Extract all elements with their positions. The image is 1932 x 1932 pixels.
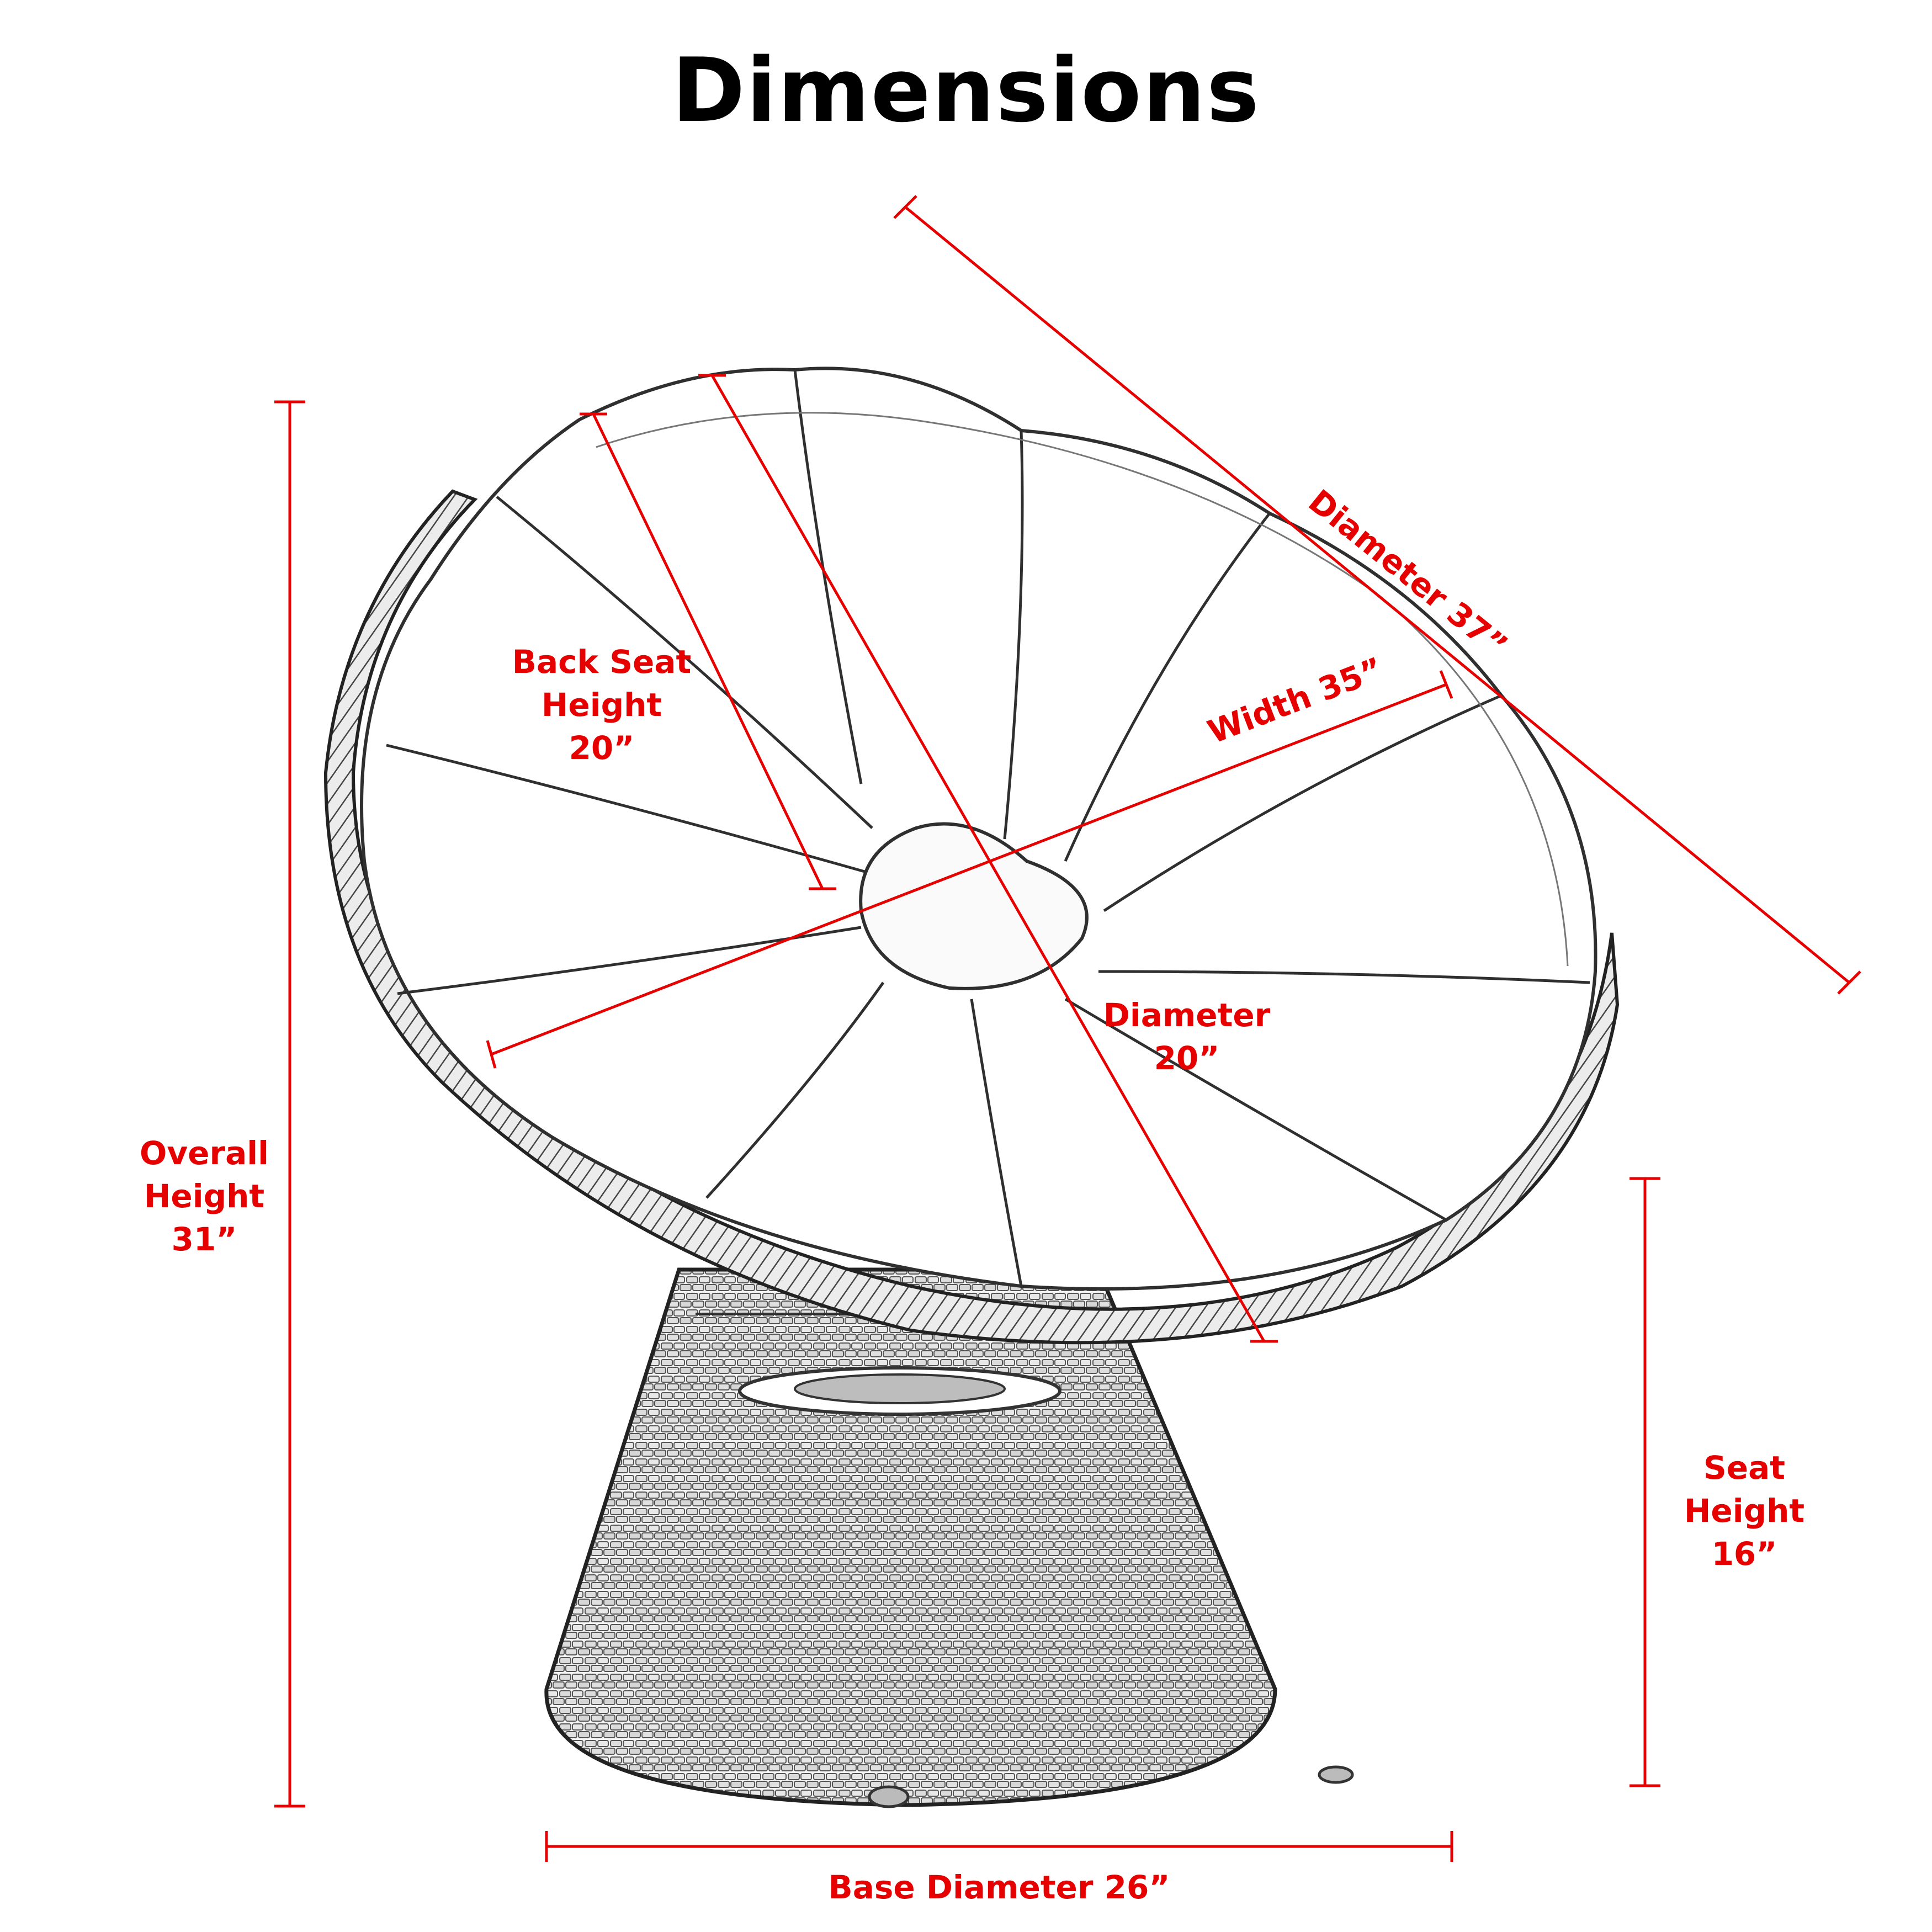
- overall-height-label: Overall Height 31”: [140, 1134, 269, 1258]
- dimension-lines: [274, 195, 1861, 1862]
- page-title: Dimensions: [672, 39, 1260, 142]
- width-line: [491, 683, 1447, 1056]
- back-seat-height-label: Back Seat Height 20”: [512, 643, 692, 767]
- base-diameter-label: Base Diameter 26”: [828, 1869, 1170, 1906]
- back-seat-height-line: [592, 413, 824, 890]
- seat-height-label: Seat Height 16”: [1684, 1449, 1805, 1573]
- diameter-outer-line: [904, 206, 1850, 984]
- round-cushion: [360, 367, 1597, 1291]
- wicker-base: [544, 1267, 1354, 1808]
- diameter-inner-line: [710, 374, 1266, 1342]
- diameter-20-label: Diameter 20”: [1103, 996, 1271, 1077]
